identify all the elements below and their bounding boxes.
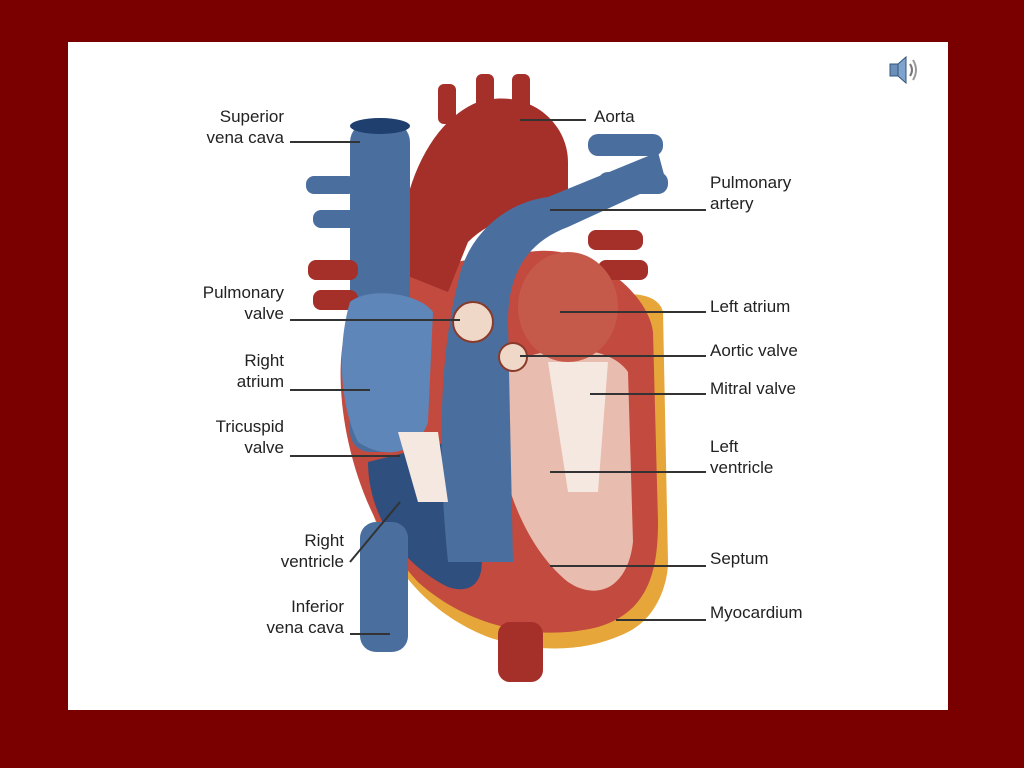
label-myocardium: Myocardium [710,603,803,622]
label-right-atrium: Right atrium [236,351,284,391]
aorta-shape [398,98,568,292]
label-superior-vena-cava: Superior vena cava [206,107,285,147]
heart-diagram [290,74,706,682]
label-pulmonary-valve: Pulmonary valve [202,283,284,323]
left-atrium-shape [518,252,618,362]
label-left-ventricle: Left ventricle [710,437,774,477]
pulmonary-artery-branch-2 [598,172,668,194]
inferior-vena-cava-shape [360,522,408,652]
svc-opening [350,118,410,134]
label-septum: Septum [710,549,769,568]
vein-branch-2 [313,210,358,228]
label-mitral-valve: Mitral valve [710,379,796,398]
aorta-branch-3 [512,74,530,114]
label-aorta: Aorta [594,107,635,126]
label-aortic-valve: Aortic valve [710,341,798,360]
label-inferior-vena-cava: Inferior vena cava [266,597,345,637]
aorta-branch-2 [476,74,494,114]
pulmonary-valve-shape [452,301,494,343]
pulmonary-vein-right-1 [588,230,643,250]
descending-aorta-shape [498,622,543,682]
pulmonary-vein-left-2 [313,290,358,310]
label-right-ventricle: Right ventricle [280,531,344,571]
pulmonary-artery-branch-1 [588,134,663,156]
tricuspid-valve-shape [398,432,448,502]
label-left-atrium: Left atrium [710,297,791,316]
slide-canvas: Superior vena cava Aorta Pulmonary arter… [68,42,948,710]
label-pulmonary-artery: Pulmonary artery [710,173,792,213]
pulmonary-vein-right-2 [598,260,648,280]
pulmonary-vein-left-1 [308,260,358,280]
speaker-icon[interactable] [886,52,922,88]
leader-right-ventricle [349,501,401,563]
vein-branch-1 [306,176,356,194]
aorta-branch-1 [438,84,456,124]
pulmonary-artery-shape [441,152,666,562]
leader-lines [290,119,706,635]
right-atrium-shape [341,293,433,453]
label-tricuspid-valve: Tricuspid valve [215,417,284,457]
